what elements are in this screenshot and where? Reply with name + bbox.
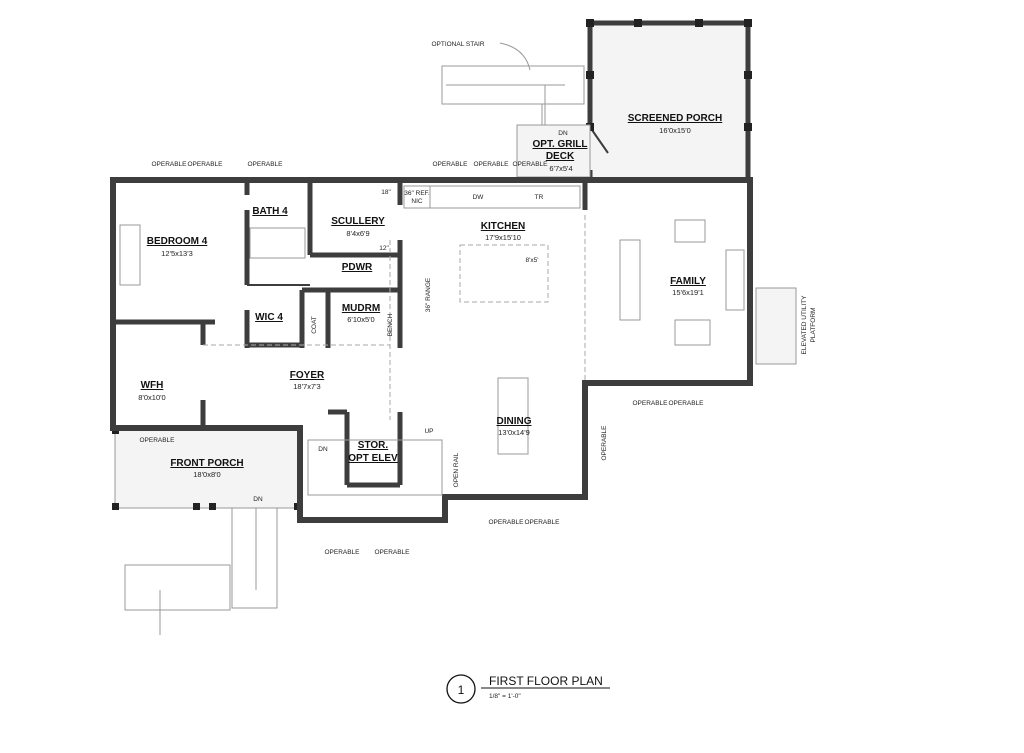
screened-porch-name: SCREENED PORCH — [628, 113, 722, 124]
grill-deck-name-1: OPT. GRILL — [533, 139, 588, 150]
front-porch-dn: DN — [253, 496, 263, 503]
grill-deck-dims: 6'7x5'4 — [549, 164, 572, 173]
open-rail-label: OPEN RAIL — [453, 452, 460, 487]
scullery-note-bottom: 12" — [379, 245, 389, 252]
svg-text:OPERABLE: OPERABLE — [632, 400, 668, 407]
scullery-note-top: 18" — [381, 189, 391, 196]
bath4-name: BATH 4 — [252, 206, 288, 217]
wic4-name: WIC 4 — [255, 312, 283, 323]
svg-text:OPERABLE: OPERABLE — [247, 161, 283, 168]
svg-text:OPERABLE: OPERABLE — [668, 400, 704, 407]
screened-porch-dims: 16'0x15'0 — [659, 126, 691, 135]
pdwr-name: PDWR — [342, 262, 373, 273]
utility-label-1: ELEVATED UTILITY — [801, 295, 808, 355]
stair-dn: DN — [318, 446, 328, 453]
stair-up: UP — [424, 428, 433, 435]
svg-text:OPERABLE: OPERABLE — [601, 425, 608, 461]
drawing-title: FIRST FLOOR PLAN — [489, 674, 603, 688]
wfh-dims: 8'0x10'0 — [138, 393, 165, 402]
foyer-name: FOYER — [290, 370, 325, 381]
front-porch-dims: 18'0x8'0 — [193, 470, 220, 479]
svg-text:OPERABLE: OPERABLE — [432, 161, 468, 168]
scullery-name: SCULLERY — [331, 216, 385, 227]
optional-stair-label: OPTIONAL STAIR — [431, 41, 484, 48]
dining-name: DINING — [497, 416, 532, 427]
front-porch-name: FRONT PORCH — [170, 458, 243, 469]
svg-text:OPERABLE: OPERABLE — [524, 519, 560, 526]
svg-text:OPERABLE: OPERABLE — [374, 549, 410, 556]
svg-text:OPERABLE: OPERABLE — [512, 161, 548, 168]
kitchen-name: KITCHEN — [481, 221, 525, 232]
title-block: 1 FIRST FLOOR PLAN 1/8" = 1'-0" — [446, 674, 610, 704]
window-labels: OPERABLE OPERABLE OPERABLE OPERABLE OPER… — [139, 161, 704, 556]
bedroom4-dims: 12'5x13'3 — [161, 249, 193, 258]
screened-porch — [586, 19, 752, 181]
dining-dims: 13'0x14'9 — [498, 428, 530, 437]
family-name: FAMILY — [670, 276, 706, 287]
stor-name-2: OPT ELEV — [348, 453, 398, 464]
svg-text:OPERABLE: OPERABLE — [187, 161, 223, 168]
ref-label-1: 36" REF. — [404, 190, 430, 197]
tr-label: TR — [535, 194, 544, 201]
dw-label: DW — [473, 194, 485, 201]
ref-label-2: NIC — [411, 198, 423, 205]
foyer-dims: 18'7x7'3 — [293, 382, 320, 391]
kitchen-dims: 17'9x15'10 — [485, 233, 521, 242]
grill-deck-name-2: DECK — [546, 151, 575, 162]
stor-name-1: STOR. — [358, 440, 389, 451]
svg-text:OPERABLE: OPERABLE — [488, 519, 524, 526]
bench-label: BENCH — [387, 313, 394, 336]
exterior-walls — [110, 177, 753, 523]
svg-text:OPERABLE: OPERABLE — [139, 437, 175, 444]
island-dims: 8'x5' — [526, 257, 539, 264]
family-dims: 15'6x19'1 — [672, 288, 704, 297]
coat-label: COAT — [311, 316, 318, 334]
bedroom4-name: BEDROOM 4 — [147, 236, 208, 247]
scullery-dims: 8'4x6'9 — [346, 229, 369, 238]
drawing-scale: 1/8" = 1'-0" — [489, 693, 521, 700]
range-label: 36" RANGE — [425, 277, 432, 312]
wfh-name: WFH — [141, 380, 164, 391]
utility-label-2: PLATFORM — [810, 308, 817, 343]
svg-text:OPERABLE: OPERABLE — [324, 549, 360, 556]
front-porch — [112, 427, 301, 635]
grill-deck-dn: DN — [558, 130, 568, 137]
fixtures — [119, 185, 745, 496]
mudrm-name: MUDRM — [342, 303, 380, 314]
svg-text:OPERABLE: OPERABLE — [151, 161, 187, 168]
mudrm-dims: 6'10x5'0 — [347, 315, 374, 324]
svg-text:OPERABLE: OPERABLE — [473, 161, 509, 168]
elevated-utility-platform — [755, 287, 797, 365]
drawing-number: 1 — [458, 683, 465, 697]
